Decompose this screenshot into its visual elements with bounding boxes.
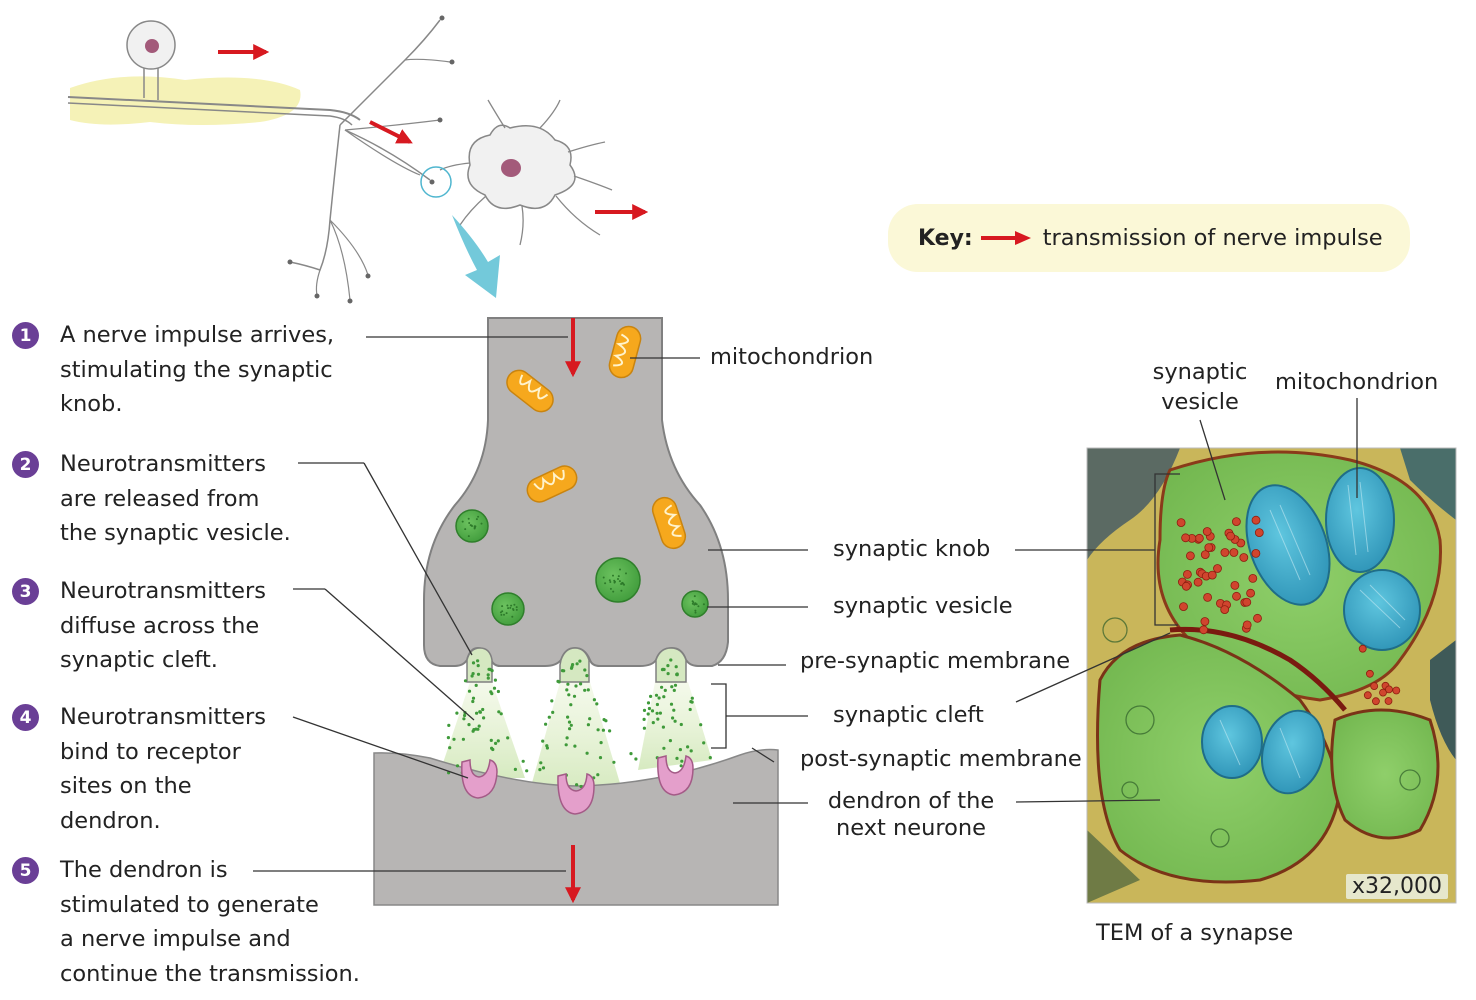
step-4-number: 4 (12, 704, 39, 731)
nucleus-large (501, 159, 521, 177)
step-5: 5 The dendron is stimulated to generate … (12, 853, 360, 991)
synapse-highlight-circle (420, 166, 452, 198)
mitochondrion (608, 325, 642, 379)
step-3-number: 3 (12, 578, 39, 605)
step-4-text: Neurotransmitters bind to receptor sites… (60, 704, 266, 834)
step-3-text: Neurotransmitters diffuse across the syn… (60, 578, 266, 673)
receptor-site (461, 759, 498, 799)
receptor-site (657, 755, 694, 796)
step-4: 4 Neurotransmitters bind to receptor sit… (12, 700, 266, 838)
receptor-site (557, 773, 595, 815)
key-arrow-icon (980, 231, 1031, 245)
axon (67, 96, 361, 121)
step-5-text: The dendron is stimulated to generate a … (60, 857, 360, 987)
mitochondria (506, 325, 687, 550)
tem-micrograph (1087, 448, 1456, 903)
synaptic-knob (423, 317, 729, 667)
tem-magnification: x32,000 (1346, 874, 1448, 899)
nucleus-small (145, 39, 159, 53)
label-synaptic-cleft: synaptic cleft (833, 702, 984, 728)
cell-body-large (467, 124, 576, 210)
zoom-arrow (452, 215, 500, 298)
step-1: 1 A nerve impulse arrives, stimulating t… (12, 318, 334, 422)
tem-label-synaptic-vesicle: synaptic vesicle (1152, 359, 1248, 415)
myelin-sheath (70, 76, 301, 125)
mitochondrion (506, 369, 554, 413)
neurone-sketch (67, 15, 613, 304)
leader-lines (253, 336, 808, 872)
label-synaptic-knob: synaptic knob (833, 536, 991, 562)
receptors (461, 755, 694, 815)
step-2-number: 2 (12, 451, 39, 478)
label-mitochondrion: mitochondrion (710, 344, 874, 370)
label-dendron: dendron of the next neurone (827, 788, 995, 841)
tem-label-mitochondrion: mitochondrion (1275, 369, 1439, 395)
key-title: Key: (918, 225, 973, 251)
label-post-synaptic-membrane: post-synaptic membrane (800, 746, 1082, 772)
label-pre-synaptic-membrane: pre-synaptic membrane (800, 648, 1071, 674)
step-3: 3 Neurotransmitters diffuse across the s… (12, 574, 266, 678)
mitochondrion (526, 465, 578, 503)
tem-leader-lines (1015, 398, 1358, 803)
step-1-text: A nerve impulse arrives, stimulating the… (60, 322, 335, 417)
tem-caption: TEM of a synapse (1096, 920, 1294, 946)
label-synaptic-vesicle: synaptic vesicle (833, 593, 1013, 619)
neurotransmitters (446, 658, 712, 789)
key-box: Key: transmission of nerve impulse (888, 204, 1410, 272)
impulse-arrows-top (218, 44, 649, 220)
synaptic-vesicles (455, 509, 709, 626)
step-5-number: 5 (12, 857, 39, 884)
step-2: 2 Neurotransmitters are released from th… (12, 447, 291, 551)
step-2-text: Neurotransmitters are released from the … (60, 451, 291, 546)
mitochondrion (651, 496, 687, 550)
key-text: transmission of nerve impulse (1042, 225, 1383, 251)
step-1-number: 1 (12, 322, 39, 349)
